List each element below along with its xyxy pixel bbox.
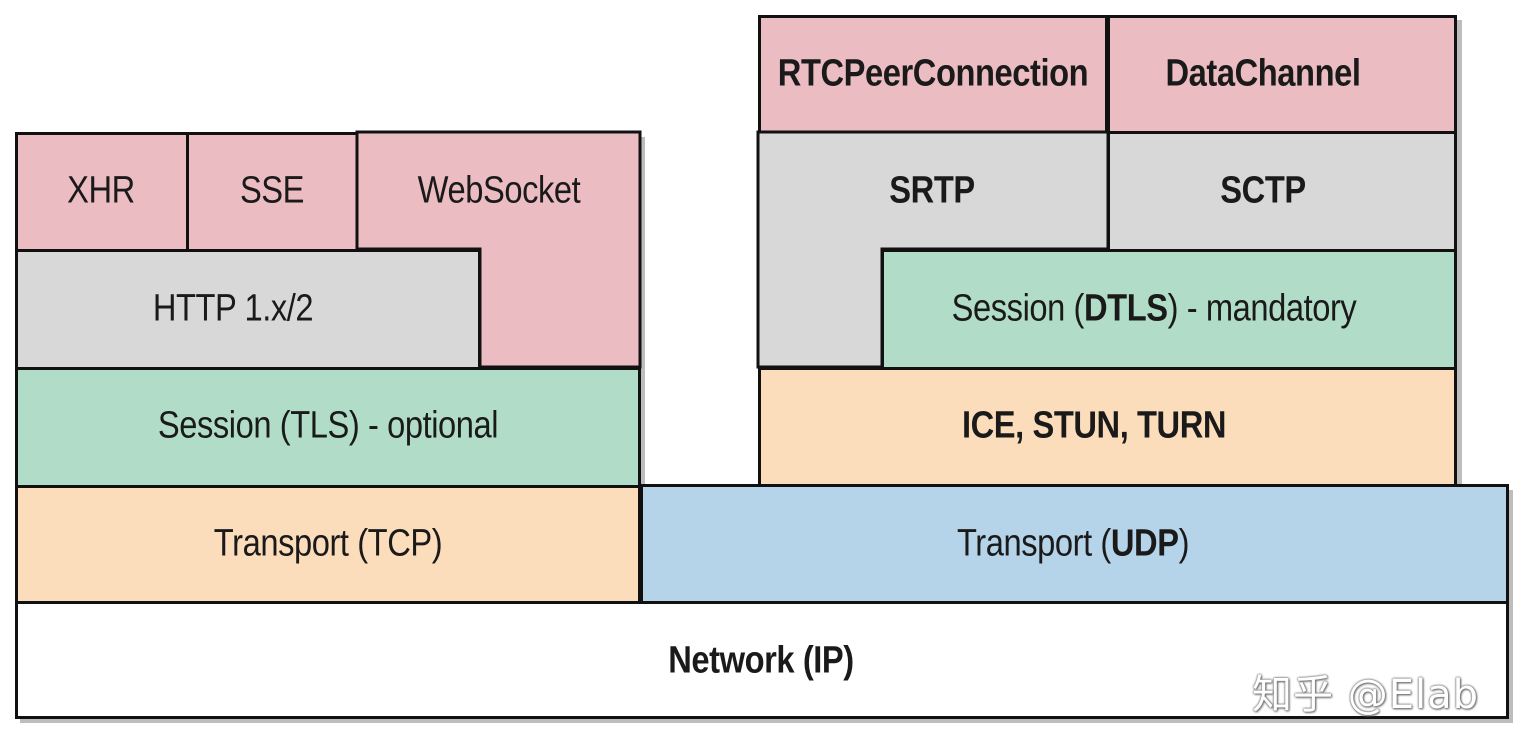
ice-stun-turn-block bbox=[758, 367, 1457, 485]
http-label: HTTP 1.x/2 bbox=[152, 287, 314, 330]
network-label: Network (IP) bbox=[668, 639, 854, 682]
rtcpeerconnection-block bbox=[758, 15, 1108, 132]
network-shadow bbox=[20, 718, 1513, 723]
sctp-label: SCTP bbox=[1220, 169, 1306, 212]
datachannel-label: DataChannel bbox=[1165, 52, 1361, 95]
sse-block bbox=[186, 132, 357, 249]
ice-stun-turn-label: ICE, STUN, TURN bbox=[961, 404, 1227, 447]
dtls-session-block bbox=[881, 249, 1457, 368]
udp-transport-prefix: Transport ( bbox=[956, 522, 1111, 565]
datachannel-block bbox=[1107, 15, 1457, 132]
xhr-block bbox=[15, 132, 186, 249]
xhr-label: XHR bbox=[67, 169, 135, 212]
dtls-session-suffix: ) - mandatory bbox=[1167, 287, 1357, 330]
srtp-label: SRTP bbox=[889, 169, 975, 212]
http-block bbox=[15, 249, 481, 367]
udp-transport-suffix: ) bbox=[1178, 522, 1190, 565]
rtcpeerconnection-label: RTCPeerConnection bbox=[777, 52, 1089, 95]
tls-session-block bbox=[15, 367, 641, 485]
udp-transport-block bbox=[640, 484, 1509, 603]
network-block bbox=[15, 601, 1509, 719]
udp-transport-bold: UDP bbox=[1110, 522, 1179, 565]
sse-label: SSE bbox=[239, 169, 305, 212]
dtls-session-prefix: Session ( bbox=[951, 287, 1085, 330]
tcp-transport-label: Transport (TCP) bbox=[213, 522, 443, 565]
watermark-text: 知乎 @Elab bbox=[1252, 672, 1480, 718]
websocket-label: WebSocket bbox=[417, 169, 581, 212]
udp-transport-label: Transport (UDP) bbox=[957, 523, 1189, 566]
udp-shadow bbox=[1508, 490, 1513, 722]
sctp-block bbox=[1107, 131, 1457, 250]
dtls-session-bold: DTLS bbox=[1084, 287, 1168, 330]
dtls-session-label: Session (DTLS) - mandatory bbox=[952, 288, 1357, 331]
left-stack-shadow bbox=[640, 137, 645, 487]
tcp-transport-block bbox=[15, 485, 641, 603]
tls-session-label: Session (TLS) - optional bbox=[157, 404, 499, 447]
right-stack-shadow bbox=[1457, 20, 1462, 485]
